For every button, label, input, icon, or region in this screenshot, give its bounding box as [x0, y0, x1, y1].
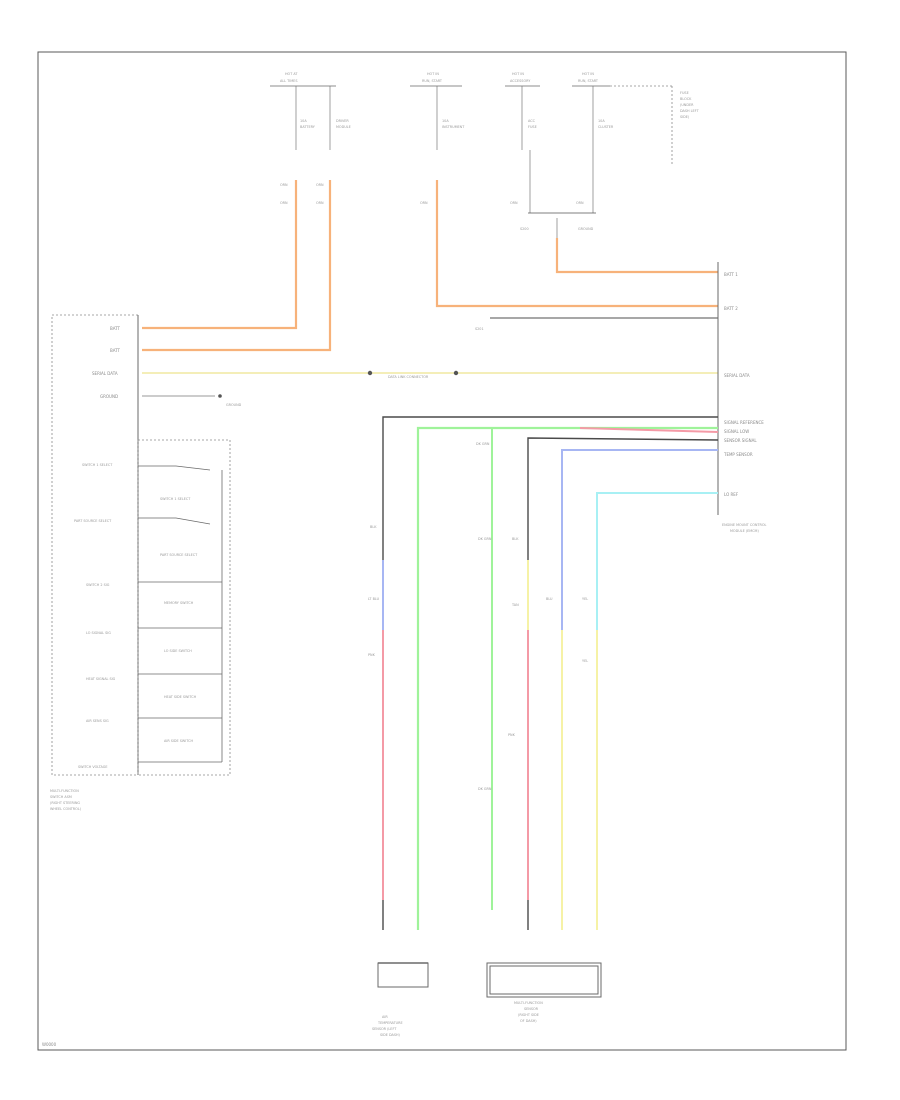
right-module-title-2: MODULE (EMCM) — [730, 529, 759, 533]
fuse-label-1: 10A — [300, 119, 307, 123]
wire-label: BLU — [546, 597, 553, 601]
fuse-block: HOT AT ALL TIMES HOT IN RUN, START HOT I… — [270, 72, 700, 231]
sensor-right-title-2: SENSOR — [524, 1007, 539, 1011]
left-input-1: SWITCH 1 SELECT — [82, 463, 113, 467]
splice-s201: S201 — [475, 327, 484, 331]
sensor-right-title-1: MULTI-FUNCTION — [514, 1001, 543, 1005]
left-input-3: SWITCH 2 SIG — [86, 583, 110, 587]
sensor-wires: BLK LT BLU PNK DK GRN DK GRN DK GRN BLK … — [368, 416, 719, 930]
wire-label: ORN — [316, 201, 324, 205]
wire-label: DK GRN — [476, 442, 490, 446]
fuse-desc-3: INSTRUMENT — [442, 125, 465, 129]
fuse-sub-3: ACCESSORY — [510, 79, 531, 83]
right-pin-2: BATT 2 — [724, 306, 738, 311]
right-pin-8: LO REF — [724, 492, 739, 497]
right-module: BATT 1 BATT 2 SERIAL DATA SIGNAL REFEREN… — [717, 262, 766, 533]
sensor-left-title-1: AIR — [382, 1015, 388, 1019]
left-input-5: HEAT SIGNAL SIG — [86, 677, 116, 681]
wire-label: ORN — [280, 183, 288, 187]
fuse-sub-4: RUN, START — [578, 79, 599, 83]
wire-label: ORN — [510, 201, 518, 205]
fuse-block-title-3: (UNDER — [680, 103, 694, 107]
sensor-right: MULTI-FUNCTION SENSOR (RIGHT SIDE OF DAS… — [486, 962, 602, 1023]
left-ground-label: GROUND — [226, 403, 242, 407]
sensor-left-title-3: SENSOR (LEFT — [372, 1027, 397, 1031]
switch-5: HEAT SIDE SWITCH — [164, 695, 197, 699]
wire-label: YEL — [582, 659, 588, 663]
left-input-6: AIR SENS SIG — [86, 719, 109, 723]
left-pin-2: BATT — [110, 348, 121, 353]
fuse-block-title-4: DASH LEFT — [680, 109, 700, 113]
fuse-desc-1: BATTERY — [300, 125, 316, 129]
wire-label: ORN — [316, 183, 324, 187]
right-pin-7: TEMP SENSOR — [723, 452, 753, 457]
right-pin-6: SENSOR SIGNAL — [724, 438, 757, 443]
fuse-desc-2: MODULE — [336, 125, 351, 129]
sensor-left: AIR TEMPERATURE SENSOR (LEFT SIDE DASH) — [372, 962, 429, 1037]
fuse-desc-5: CLUSTER — [598, 125, 614, 129]
diagram-frame — [37, 51, 847, 1051]
wire-label: TAN — [511, 603, 519, 607]
left-module-title-4: WHEEL CONTROL) — [50, 807, 82, 811]
power-wires — [142, 180, 718, 352]
fuse-block-title-5: SIDE) — [680, 115, 690, 119]
fuse-top-1: HOT AT — [285, 72, 298, 76]
splice-label: S200 — [520, 227, 529, 231]
wire-label: ORN — [576, 201, 584, 205]
fuse-top-3: HOT IN — [512, 72, 524, 76]
data-link-connector-label: DATA LINK CONNECTOR — [388, 375, 429, 379]
wire-label: ORN — [420, 201, 428, 205]
wire-label: DK GRN — [478, 537, 492, 541]
diagram-footer-code: W0000 — [42, 1042, 57, 1047]
switch-1: SWITCH 1 SELECT — [160, 497, 191, 501]
left-pin-4: GROUND — [100, 394, 118, 399]
left-module-title-3: (RIGHT STEERING — [50, 801, 80, 805]
right-pin-5: SIGNAL LOW — [724, 429, 749, 434]
left-pin-3: SERIAL DATA — [92, 371, 118, 376]
fuse-label-4: ACC — [528, 119, 536, 123]
wire-label: ORN — [280, 201, 288, 205]
left-module-title-2: SWITCH ASM — [50, 795, 72, 799]
wire-label: BLK — [512, 537, 519, 541]
left-input-4: LO SIGNAL SIG — [86, 631, 111, 635]
switch-2: PART SOURCE SELECT — [160, 553, 198, 557]
switch-4: LO SIDE SWITCH — [164, 649, 192, 653]
left-module: BATT BATT SERIAL DATA GROUND SWITCH 1 SE… — [50, 314, 231, 811]
fuse-sub-1: ALL TIMES — [280, 79, 297, 83]
fuse-block-title-2: BLOCK — [680, 97, 692, 101]
wire-label: PNK — [508, 733, 516, 737]
fuse-label-2: DRIVER — [336, 119, 349, 123]
sensor-right-title-4: OF DASH) — [520, 1019, 537, 1023]
switch-6: AIR SIDE SWITCH — [164, 739, 193, 743]
wire-label: PNK — [368, 653, 376, 657]
wire-label: LT BLU — [368, 597, 380, 601]
fuse-label-3: 10A — [442, 119, 449, 123]
left-pin-1: BATT — [110, 326, 121, 331]
switch-3: MEMORY SWITCH — [164, 601, 194, 605]
right-pin-1: BATT 1 — [724, 272, 738, 277]
fuse-top-2: HOT IN — [427, 72, 439, 76]
fuse-top-4: HOT IN — [582, 72, 594, 76]
splice-ground: GROUND — [578, 227, 594, 231]
left-module-title-1: MULTI-FUNCTION — [50, 789, 79, 793]
wire-label: DK GRN — [478, 787, 492, 791]
sensor-left-title-2: TEMPERATURE — [377, 1021, 403, 1025]
fuse-desc-4: FUSE — [528, 125, 537, 129]
wire-label: YEL — [582, 597, 588, 601]
fuse-label-5: 10A — [598, 119, 605, 123]
fuse-block-title-1: FUSE — [680, 91, 689, 95]
right-pin-4: SIGNAL REFERENCE — [724, 420, 764, 425]
signal-wires: DATA LINK CONNECTOR GROUND S201 — [142, 317, 718, 407]
wire-label: BLK — [370, 525, 377, 529]
right-module-title-1: ENGINE MOUNT CONTROL — [722, 523, 766, 527]
fuse-sub-2: RUN, START — [422, 79, 443, 83]
left-input-2: PART SOURCE SELECT — [74, 519, 112, 523]
sensor-left-title-4: SIDE DASH) — [380, 1033, 401, 1037]
sensor-right-title-3: (RIGHT SIDE — [518, 1013, 539, 1017]
right-pin-3: SERIAL DATA — [724, 373, 750, 378]
left-input-7: SWITCH VOLTAGE — [78, 765, 108, 769]
